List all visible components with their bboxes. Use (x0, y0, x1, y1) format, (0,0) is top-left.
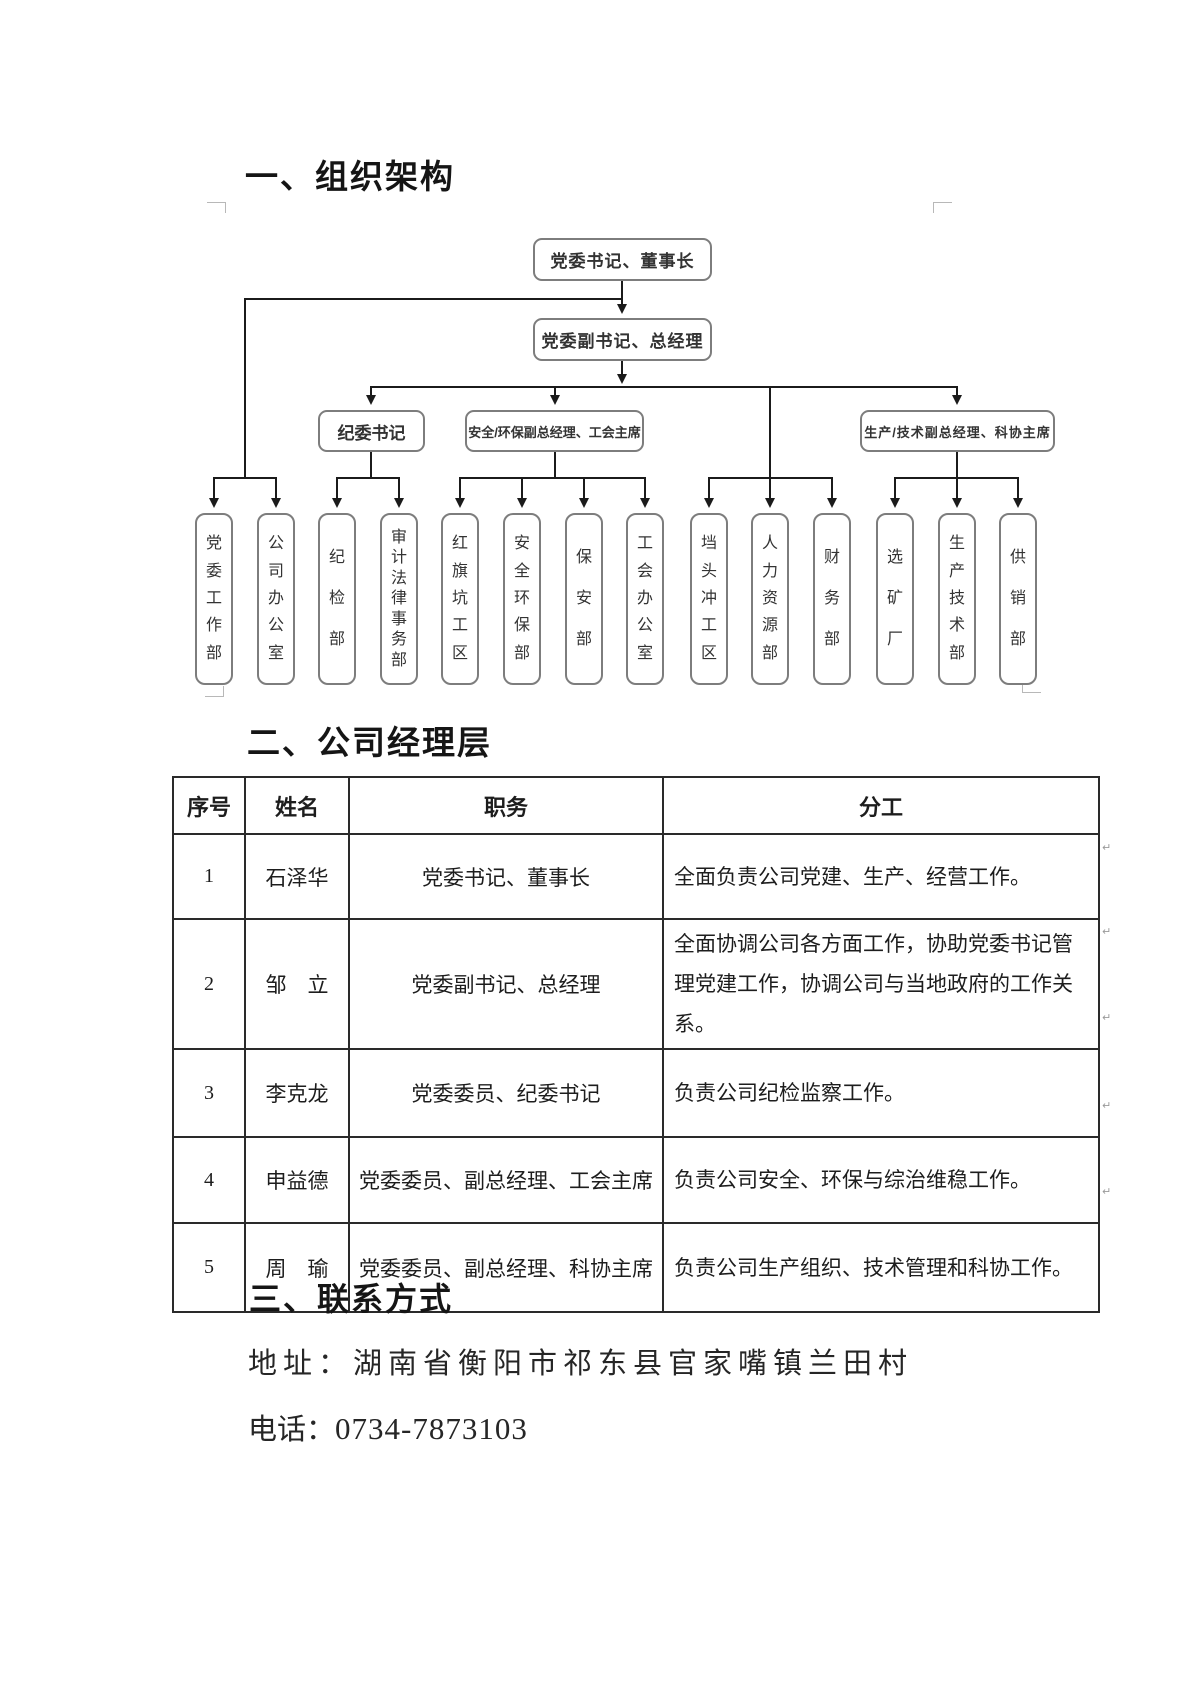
cell-duty: 负责公司生产组织、技术管理和科协工作。 (662, 1222, 1100, 1313)
dept-label: 垱头冲工区 (700, 535, 717, 662)
cell-no: 1 (172, 833, 246, 920)
cell-name: 周 瑜 (244, 1222, 350, 1313)
cell-no: 2 (172, 918, 246, 1050)
dept-label: 公司办公室 (267, 535, 284, 662)
cell-name: 李克龙 (244, 1048, 350, 1138)
table-row: 5 周 瑜 党委委员、副总经理、科协主席 负责公司生产组织、技术管理和科协工作。 (172, 1222, 1100, 1313)
dept-label: 工会办公室 (636, 535, 653, 662)
cell-name: 申益德 (244, 1136, 350, 1224)
canvas-corner-mark-bottom-right (1022, 682, 1041, 693)
org-box-discipline-secretary: 纪委书记 (318, 410, 425, 452)
dept-label: 选矿厂 (886, 549, 903, 648)
phone-label: 电话： (248, 1414, 336, 1446)
col-header-no: 序号 (172, 776, 246, 835)
dept-label: 生产技术部 (948, 535, 965, 662)
dept-box-discipline-inspection: 纪检部 (318, 513, 356, 685)
phone-line: 电话：0734-7873103 (248, 1406, 528, 1448)
dept-box-security: 保安部 (565, 513, 603, 685)
section3-heading: 三、联系方式 (249, 1281, 454, 1317)
dept-box-union-office: 工会办公室 (626, 513, 664, 685)
cell-title: 党委书记、董事长 (348, 833, 664, 920)
dept-box-supply-sales: 供销部 (999, 513, 1037, 685)
org-box-production-deputy-gm: 生产/技术副总经理、科协主席 (860, 410, 1055, 452)
cell-duty: 负责公司安全、环保与综治维稳工作。 (662, 1136, 1100, 1224)
canvas-corner-mark-top-right (933, 202, 952, 213)
dept-box-safety-environment: 安全环保部 (503, 513, 541, 685)
table-header-row: 序号 姓名 职务 分工 (172, 776, 1100, 835)
cell-name: 邹 立 (244, 918, 350, 1050)
phone-value: 0734-7873103 (335, 1411, 528, 1446)
dept-label: 党委工作部 (205, 535, 222, 662)
cell-title: 党委委员、副总经理、科协主席 (348, 1222, 664, 1313)
table-row: 4 申益德 党委委员、副总经理、工会主席 负责公司安全、环保与综治维稳工作。 (172, 1136, 1100, 1224)
management-table: 序号 姓名 职务 分工 1 石泽华 党委书记、董事长 全面负责公司党建、生产、经… (172, 776, 1100, 1313)
col-header-name: 姓名 (244, 776, 350, 835)
cell-title: 党委委员、副总经理、工会主席 (348, 1136, 664, 1224)
dept-box-human-resources: 人力资源部 (751, 513, 789, 685)
paragraph-mark: ↵ (1102, 925, 1112, 938)
table-row: 1 石泽华 党委书记、董事长 全面负责公司党建、生产、经营工作。 (172, 833, 1100, 920)
dept-box-dangtouchong-mine: 垱头冲工区 (690, 513, 728, 685)
dept-label: 人力资源部 (761, 535, 778, 662)
cell-title: 党委副书记、总经理 (348, 918, 664, 1050)
paragraph-mark: ↵ (1102, 841, 1112, 854)
org-box-chairman: 党委书记、董事长 (533, 238, 712, 281)
canvas-corner-mark-bottom-left (205, 686, 224, 697)
org-box-safety-deputy-gm: 安全/环保副总经理、工会主席 (465, 410, 644, 452)
org-chart: 党委书记、董事长 党委副书记、总经理 纪委书记 安全/环保副总经理、工会主席 生… (0, 200, 1200, 705)
dept-label: 供销部 (1009, 549, 1026, 648)
col-header-duty: 分工 (662, 776, 1100, 835)
cell-title: 党委委员、纪委书记 (348, 1048, 664, 1138)
address-label: 地址： (248, 1348, 354, 1380)
cell-no: 4 (172, 1136, 246, 1224)
cell-duty: 负责公司纪检监察工作。 (662, 1048, 1100, 1138)
dept-label: 审计法律事务部 (390, 528, 407, 669)
dept-label: 纪检部 (328, 549, 345, 648)
org-box-general-manager: 党委副书记、总经理 (533, 318, 712, 361)
cell-name: 石泽华 (244, 833, 350, 920)
dept-box-company-office: 公司办公室 (257, 513, 295, 685)
dept-box-party-work: 党委工作部 (195, 513, 233, 685)
address-line: 地址：湖南省衡阳市祁东县官家嘴镇兰田村 (248, 1340, 913, 1382)
section2-heading: 二、公司经理层 (247, 724, 492, 761)
dept-box-hongqikeng-mine: 红旗坑工区 (441, 513, 479, 685)
paragraph-mark: ↵ (1102, 1185, 1112, 1198)
table-row: 3 李克龙 党委委员、纪委书记 负责公司纪检监察工作。 (172, 1048, 1100, 1138)
cell-duty: 全面协调公司各方面工作，协助党委书记管理党建工作，协调公司与当地政府的工作关系。 (662, 918, 1100, 1050)
dept-box-audit-legal: 审计法律事务部 (380, 513, 418, 685)
dept-label: 财务部 (823, 549, 840, 648)
dept-box-ore-dressing-plant: 选矿厂 (876, 513, 914, 685)
dept-box-production-technology: 生产技术部 (938, 513, 976, 685)
dept-label: 安全环保部 (513, 535, 530, 662)
address-value: 湖南省衡阳市祁东县官家嘴镇兰田村 (353, 1348, 914, 1380)
paragraph-mark: ↵ (1102, 1011, 1112, 1024)
paragraph-mark: ↵ (1102, 1099, 1112, 1112)
dept-label: 保安部 (575, 549, 592, 648)
canvas-corner-mark-top-left (207, 202, 226, 213)
cell-duty: 全面负责公司党建、生产、经营工作。 (662, 833, 1100, 920)
col-header-title: 职务 (348, 776, 664, 835)
cell-no: 3 (172, 1048, 246, 1138)
dept-box-finance: 财务部 (813, 513, 851, 685)
table-row: 2 邹 立 党委副书记、总经理 全面协调公司各方面工作，协助党委书记管理党建工作… (172, 918, 1100, 1050)
dept-label: 红旗坑工区 (451, 535, 468, 662)
cell-no: 5 (172, 1222, 246, 1313)
section1-heading: 一、组织架构 (245, 158, 455, 195)
